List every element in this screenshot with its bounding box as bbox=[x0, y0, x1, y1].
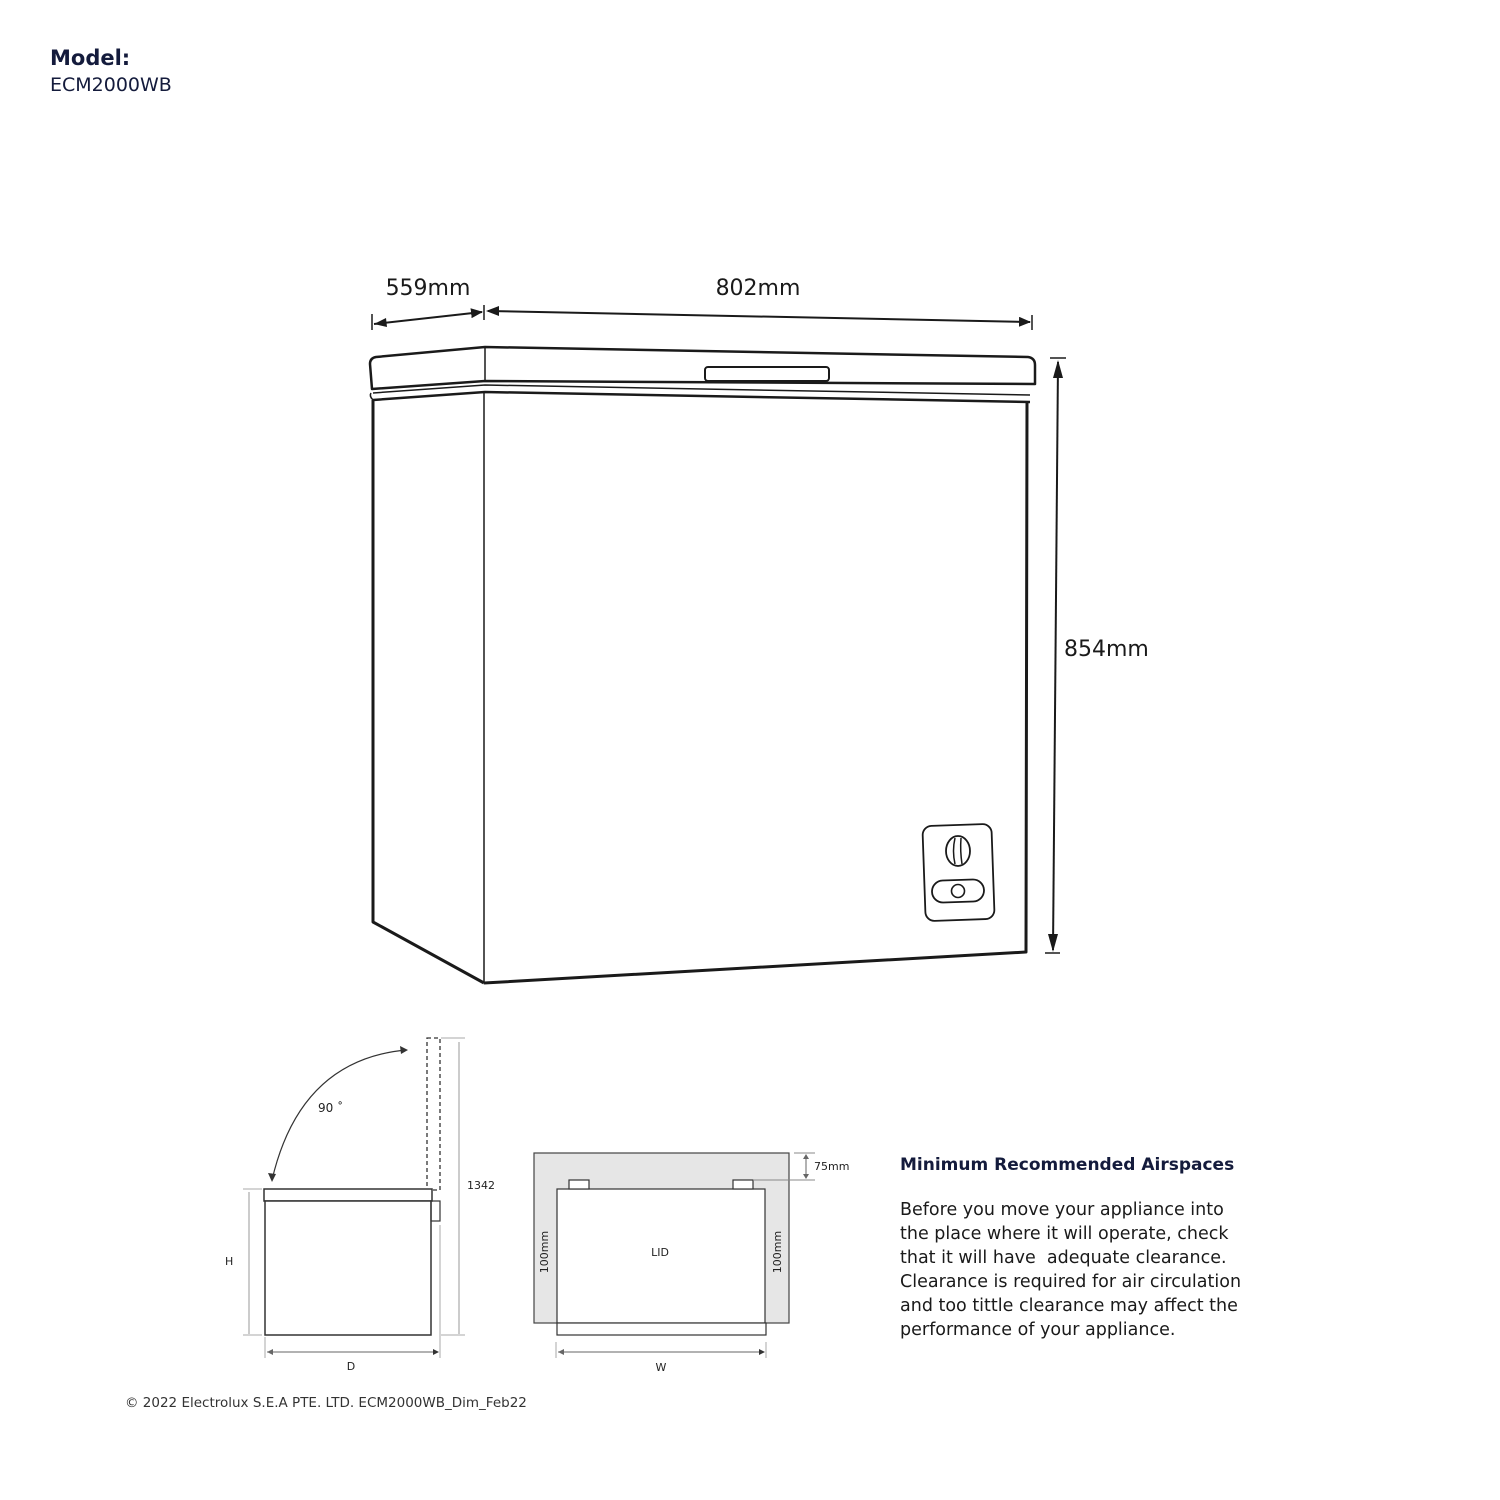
height-label: 854mm bbox=[1064, 637, 1149, 662]
indicator-light-icon bbox=[931, 878, 985, 904]
description-line: performance of your appliance. bbox=[900, 1320, 1176, 1340]
closed-lid bbox=[263, 1188, 433, 1202]
lid-outline-top bbox=[556, 1188, 766, 1324]
hinge-right bbox=[732, 1179, 754, 1190]
description-line: the place where it will operate, check bbox=[900, 1224, 1229, 1244]
airspace-title: Minimum Recommended Airspaces bbox=[900, 1155, 1235, 1175]
freezer-perspective bbox=[368, 345, 1037, 985]
lid-handle bbox=[704, 366, 830, 382]
cabinet-body bbox=[264, 1200, 432, 1336]
angle-arc bbox=[271, 1049, 407, 1181]
w-label: W bbox=[656, 1361, 667, 1374]
open-lid-dashed bbox=[426, 1037, 441, 1191]
depth-dimension bbox=[371, 305, 485, 330]
rear-clearance-label: 75mm bbox=[814, 1160, 849, 1173]
description-line: Clearance is required for air circulatio… bbox=[900, 1272, 1242, 1292]
total-height-label: 1342 bbox=[467, 1179, 495, 1192]
height-dimension bbox=[1045, 357, 1066, 954]
angle-label: 90 ˚ bbox=[318, 1100, 343, 1115]
airspace-description: Before you move your appliance into the … bbox=[900, 1198, 1280, 1342]
d-label: D bbox=[347, 1360, 355, 1373]
left-clearance-label: 100mm bbox=[538, 1231, 551, 1273]
lid-outline bbox=[368, 345, 1037, 391]
lid-label: LID bbox=[651, 1246, 669, 1259]
description-line: that it will have adequate clearance. bbox=[900, 1248, 1227, 1268]
top-view bbox=[533, 1152, 815, 1358]
model-label: Model: bbox=[50, 46, 131, 70]
model-number: ECM2000WB bbox=[50, 74, 172, 96]
h-label: H bbox=[225, 1255, 233, 1268]
hinge-left bbox=[568, 1179, 590, 1190]
control-panel bbox=[921, 823, 996, 922]
width-label: 802mm bbox=[716, 276, 801, 301]
depth-label: 559mm bbox=[386, 276, 471, 301]
right-clearance-label: 100mm bbox=[771, 1231, 784, 1273]
thermostat-knob-icon bbox=[945, 835, 971, 867]
side-view bbox=[243, 1037, 465, 1358]
description-line: Before you move your appliance into bbox=[900, 1200, 1224, 1220]
width-dimension bbox=[486, 306, 1033, 330]
description-line: and too tittle clearance may affect the bbox=[900, 1296, 1238, 1316]
copyright-footer: © 2022 Electrolux S.E.A PTE. LTD. ECM200… bbox=[125, 1395, 527, 1411]
